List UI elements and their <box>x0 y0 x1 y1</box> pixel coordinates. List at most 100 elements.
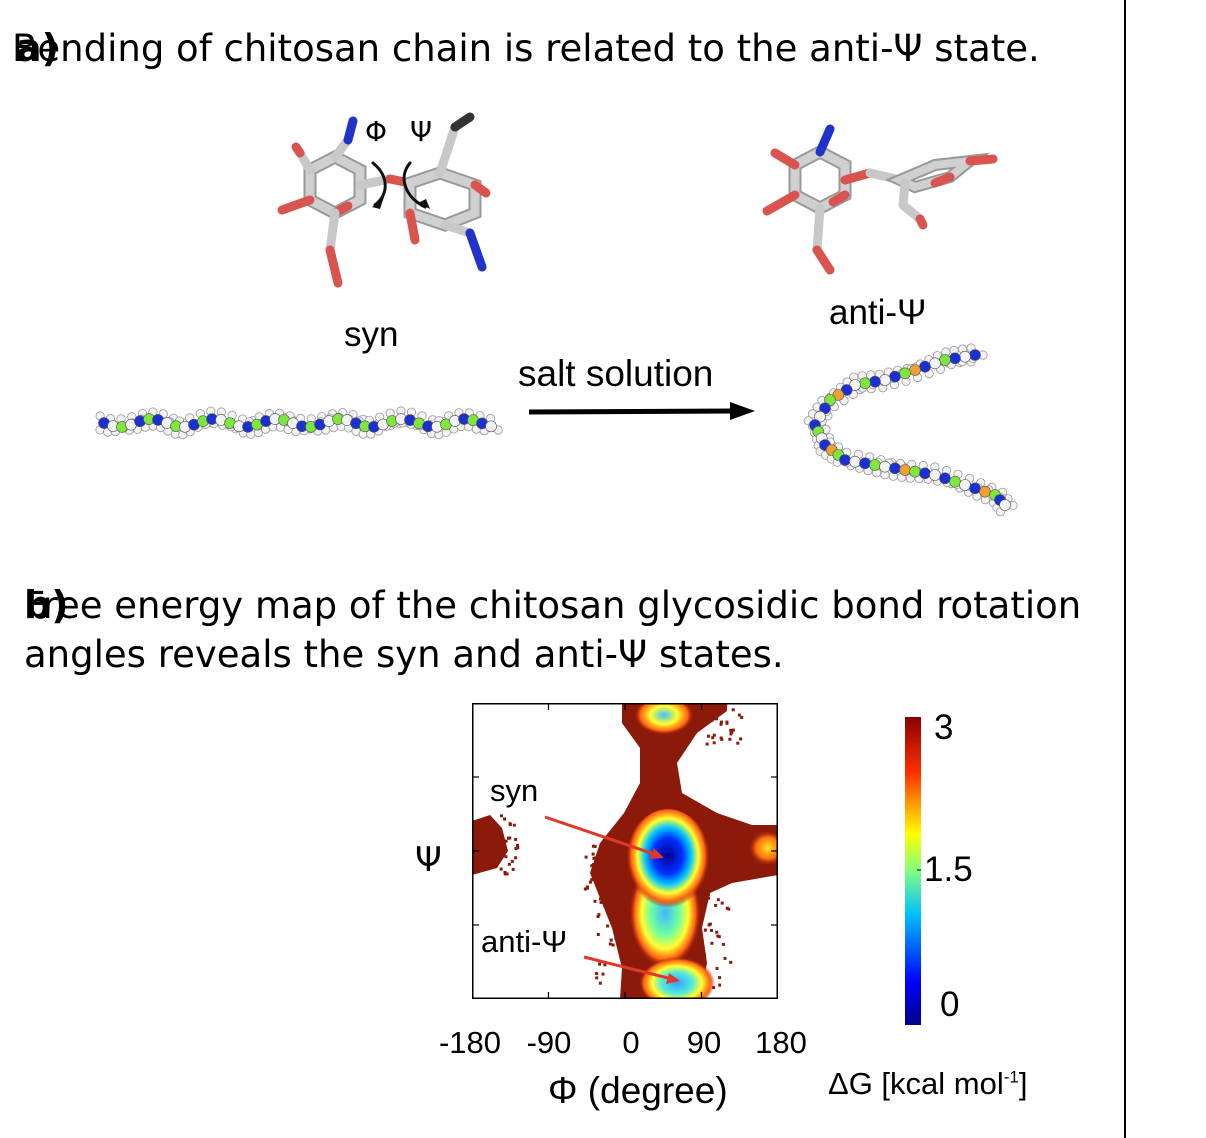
heatmap-speckle <box>716 934 720 938</box>
heatmap-speckle <box>725 721 729 725</box>
heatmap-speckle <box>507 836 510 840</box>
heatmap-speckle <box>714 903 718 907</box>
heatmap-speckle <box>499 814 503 818</box>
heatmap-speckle <box>737 713 741 717</box>
heatmap-speckle <box>716 898 720 902</box>
chain-backbone-bead <box>939 472 951 485</box>
heatmap-speckle <box>629 980 633 984</box>
heatmap-speckle <box>731 728 735 732</box>
heatmap-speckle <box>590 864 594 868</box>
heatmap-speckle <box>516 843 519 847</box>
heatmap-speckle <box>507 862 511 866</box>
heatmap-speckle <box>596 933 600 936</box>
heatmap-speckle <box>707 896 711 900</box>
heatmap-speckle <box>608 899 612 903</box>
heatmap-speckle <box>622 951 626 955</box>
heatmap-speckle <box>599 897 602 901</box>
chain-backbone-bead <box>485 420 497 433</box>
chain-backbone-bead <box>879 460 891 473</box>
heatmap-speckle <box>586 885 589 889</box>
salt-solution-label: salt solution <box>518 353 714 394</box>
heatmap-speckle <box>731 708 735 712</box>
heatmap-speckle <box>596 915 600 918</box>
heatmap-speckle <box>595 976 599 980</box>
heatmap-speckle <box>496 852 500 856</box>
heatmap-speckle <box>728 737 732 741</box>
panel-a-heading: Bending of chitosan chain is related to … <box>12 27 1040 70</box>
heatmap-speckle <box>604 872 607 876</box>
heatmap-speckle <box>503 872 507 876</box>
heatmap-speckle <box>598 981 602 985</box>
heatmap-speckle <box>707 734 710 738</box>
heatmap-speckle <box>712 712 716 716</box>
heatmap-speckle <box>607 844 611 848</box>
colorbar-title-superscript: -1 <box>1003 1067 1019 1087</box>
heatmap-speckle <box>715 966 719 970</box>
reaction-arrow <box>528 402 755 420</box>
anti-psi-annotation: anti-Ψ <box>481 924 568 959</box>
heatmap-speckle <box>595 876 599 880</box>
heatmap-speckle <box>588 880 592 884</box>
heatmap-speckle <box>729 960 733 964</box>
chain-backbone-bead <box>949 352 961 365</box>
heatmap-speckle <box>718 983 722 987</box>
colorbar-title-text: ΔG [kcal mol <box>828 1066 1004 1101</box>
chain-backbone-bead <box>979 485 991 498</box>
y-axis-label: Ψ <box>415 840 442 880</box>
heatmap-speckle <box>724 704 728 707</box>
chain-backbone-bead <box>879 374 891 386</box>
chain-backbone-bead <box>839 454 851 466</box>
x-tick-label: 180 <box>755 1025 807 1060</box>
heatmap-speckle <box>597 913 601 917</box>
heatmap-speckle <box>504 855 508 859</box>
heatmap-speckle <box>618 918 622 922</box>
heatmap-speckle <box>503 817 506 821</box>
chain-backbone-bead <box>929 469 941 481</box>
heatmap-speckle <box>591 844 595 848</box>
heatmap-speckle <box>494 822 498 826</box>
heatmap-speckle <box>583 887 587 891</box>
heatmap-speckle <box>712 741 716 745</box>
heatmap-speckle <box>711 736 715 740</box>
vertical-divider-line <box>1124 0 1126 1138</box>
anti-psi-state-label: anti-Ψ <box>829 293 927 332</box>
heatmap-speckle <box>704 895 708 899</box>
chain-backbone-bead <box>909 364 921 376</box>
heatmap-speckle <box>610 879 614 883</box>
chain-backbone-bead <box>959 350 971 363</box>
heatmap-speckle <box>739 737 743 741</box>
heatmap-speckle <box>611 943 615 947</box>
x-tick-label: 0 <box>622 1025 640 1060</box>
chain-backbone-bead <box>949 475 961 488</box>
x-axis-label: Φ (degree) <box>548 1070 728 1111</box>
heatmap-speckle <box>601 972 605 976</box>
heatmap-speckle <box>727 907 731 911</box>
heatmap-speckle <box>510 859 514 863</box>
heatmap-speckle <box>704 899 708 903</box>
heatmap-speckle <box>707 923 711 927</box>
chain-backbone-bead <box>999 499 1011 511</box>
colorbar-tick-mid: 1.5 <box>924 850 973 889</box>
heatmap-speckle <box>505 872 509 876</box>
heatmap-speckle <box>618 899 622 903</box>
heatmap-speckle <box>608 942 612 946</box>
heatmap-speckle <box>710 941 714 945</box>
chain-backbone-bead <box>889 370 901 383</box>
heatmap-speckle <box>702 953 706 956</box>
chain-backbone-bead <box>969 349 981 361</box>
heatmap-speckle <box>514 847 518 851</box>
chain-backbone-bead <box>899 367 911 380</box>
chain-backbone-bead <box>919 360 931 373</box>
heatmap-speckle <box>499 867 503 871</box>
bent-chitosan-chain <box>803 343 1018 517</box>
heatmap-speckle <box>606 924 610 928</box>
heatmap-speckle <box>703 719 707 723</box>
x-tick-label: -90 <box>526 1025 572 1060</box>
chain-backbone-bead <box>869 375 881 388</box>
heatmap-speckle <box>729 732 733 736</box>
heatmap-speckle <box>592 856 596 860</box>
heatmap-speckle <box>596 858 600 861</box>
colorbar-tick-min: 0 <box>940 985 960 1024</box>
panel-b-heading-line1: Free energy map of the chitosan glycosid… <box>24 584 1082 627</box>
